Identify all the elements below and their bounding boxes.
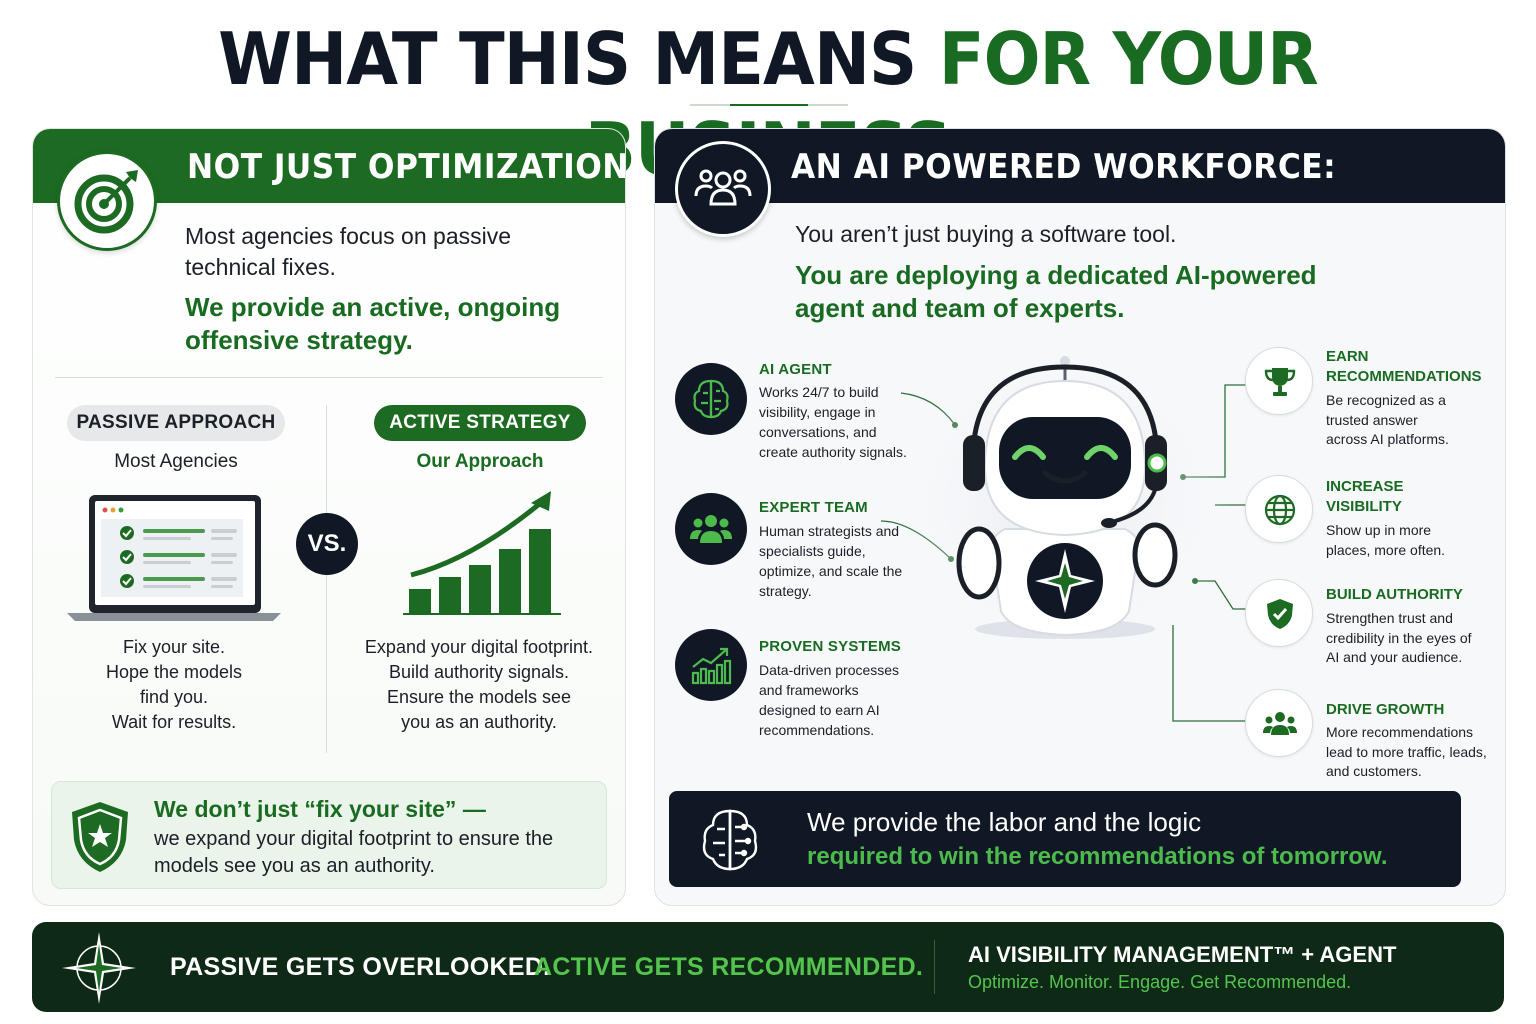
feature-title: AI AGENT [759, 361, 832, 378]
banner-line-1: We provide the labor and the logic [807, 807, 1202, 837]
footer-tagline: Optimize. Monitor. Engage. Get Recommend… [968, 972, 1352, 992]
divider [55, 377, 603, 378]
active-line: Ensure the models see [386, 687, 572, 707]
feature-title: PROVEN SYSTEMS [759, 638, 901, 655]
benefit-title: EARN RECOMMENDATIONS [1326, 348, 1482, 385]
footer-brand: AI VISIBILITY MANAGEMENT™ + AGENT [968, 942, 1397, 967]
benefit-title: BUILD AUTHORITY [1326, 586, 1463, 603]
globe-icon [1245, 475, 1313, 543]
trophy-icon [1245, 347, 1313, 415]
benefit-description: Be recognized as a trusted answer across… [1326, 392, 1449, 447]
feature-title: EXPERT TEAM [759, 499, 868, 516]
benefit-title: INCREASE VISIBILITY [1326, 478, 1404, 515]
benefit-description: More recommendations lead to more traffi… [1326, 724, 1487, 779]
brain-icon [675, 363, 747, 435]
passive-line: find you. [139, 687, 209, 707]
benefit-title: DRIVE GROWTH [1326, 701, 1445, 718]
team-icon [675, 493, 747, 565]
robot-mascot-icon [895, 349, 1235, 669]
passive-description: Fix your site. Hope the models find you.… [63, 635, 285, 735]
callout-box: We don’t just “fix your site” — we expan… [51, 781, 607, 889]
passive-line: Hope the models [105, 662, 243, 682]
active-description: Expand your digital footprint. Build aut… [349, 635, 609, 735]
banner-line-2: required to win the recommendations of t… [807, 843, 1388, 870]
footer-active-text: ACTIVE GETS RECOMMENDED. [534, 953, 924, 981]
footer-divider [934, 940, 935, 994]
benefit-description: Show up in more places, more often. [1326, 522, 1446, 558]
feature-description: Works 24/7 to build visibility, engage i… [759, 384, 907, 460]
workforce-panel: AN AI POWERED WORKFORCE: You aren’t just… [654, 128, 1506, 906]
callout-headline: We don’t just “fix your site” — [154, 796, 486, 822]
workforce-lead: You aren’t just buying a software tool. [795, 221, 1177, 247]
footer-banner: PASSIVE GETS OVERLOOKED. ACTIVE GETS REC… [32, 922, 1504, 1012]
footer-passive-text: PASSIVE GETS OVERLOOKED. [170, 953, 551, 981]
shield-check-icon [1245, 579, 1313, 647]
vs-badge: VS. [296, 513, 358, 575]
optimization-heading: NOT JUST OPTIMIZATION: [187, 147, 626, 187]
growth-chart-icon [675, 629, 747, 701]
active-line: Build authority signals. [388, 662, 570, 682]
active-strategy-pill: ACTIVE STRATEGY [374, 405, 586, 441]
title-underline [690, 104, 848, 106]
growth-chart-icon [403, 491, 561, 615]
feature-description: Data-driven processes and frameworks des… [759, 662, 900, 738]
target-icon [57, 151, 157, 251]
brain-circuit-icon [702, 809, 758, 871]
callout-text: we expand your digital footprint to ensu… [154, 828, 554, 877]
shield-star-icon [72, 802, 128, 872]
optimization-lead: Most agencies focus on passive technical… [185, 223, 512, 280]
workforce-highlight: You are deploying a dedicated AI-powered… [795, 260, 1317, 323]
optimization-panel: NOT JUST OPTIMIZATION: Most agencies foc… [32, 128, 626, 906]
laptop-checklist-icon [67, 495, 281, 621]
passive-line: Fix your site. [122, 637, 226, 657]
workforce-header: AN AI POWERED WORKFORCE: [655, 129, 1505, 203]
title-part-1: WHAT THIS MEANS [218, 17, 917, 101]
active-subtitle: Our Approach [416, 451, 544, 472]
active-line: Expand your digital footprint. [364, 637, 594, 657]
active-line: you as an authority. [401, 712, 557, 732]
feature-description: Human strategists and specialists guide,… [759, 523, 903, 599]
passive-line: Wait for results. [111, 712, 237, 732]
group-icon [675, 141, 771, 237]
workforce-heading: AN AI POWERED WORKFORCE: [791, 147, 1337, 187]
benefit-description: Strengthen trust and credibility in the … [1326, 610, 1472, 665]
compass-star-icon [62, 932, 136, 1004]
passive-subtitle: Most Agencies [114, 451, 238, 472]
optimization-highlight: We provide an active, ongoing offensive … [185, 292, 561, 355]
passive-approach-pill: PASSIVE APPROACH [67, 405, 285, 441]
people-icon [1245, 689, 1313, 757]
labor-logic-banner: We provide the labor and the logic requi… [669, 791, 1461, 887]
vs-divider [326, 405, 327, 753]
